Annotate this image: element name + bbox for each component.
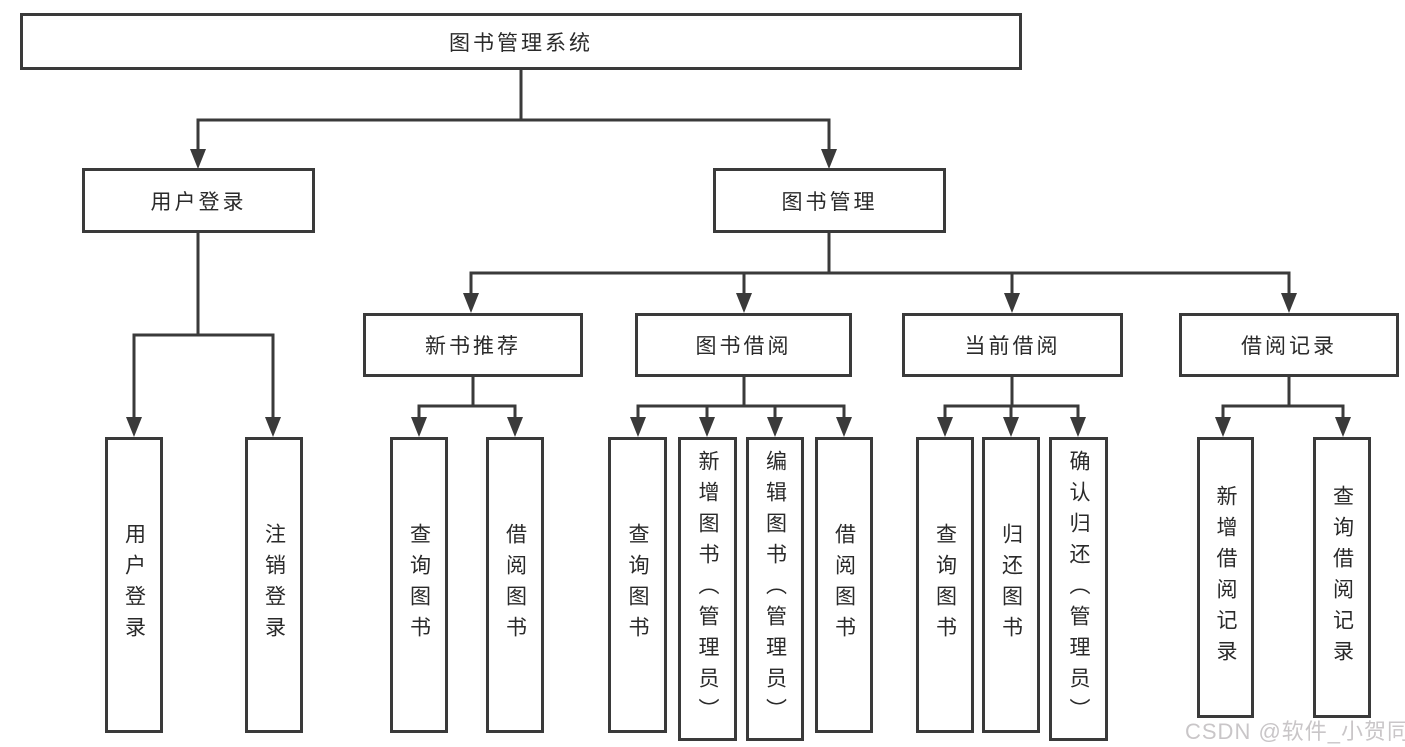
leaf-logout-label: 注销登录: [262, 523, 286, 647]
leaf-add-borrow-record: 新增借阅记录: [1197, 437, 1254, 718]
leaf-add-book-admin-label: 新增图书（管理员）: [696, 449, 719, 729]
leaf-query-books-current: 查询图书: [916, 437, 974, 733]
leaf-query-books-current-label: 查询图书: [933, 523, 957, 647]
connector-borrowing-records: [1215, 377, 1351, 437]
node-user-login-branch: 用户登录: [82, 168, 315, 233]
leaf-edit-book-admin: 编辑图书（管理员）: [746, 437, 804, 741]
leaf-query-borrow-record-label: 查询借阅记录: [1330, 484, 1354, 671]
leaf-confirm-return-admin: 确认归还（管理员）: [1049, 437, 1108, 741]
leaf-borrow-books-borrowing: 借阅图书: [815, 437, 873, 733]
node-current-borrowing: 当前借阅: [902, 313, 1123, 377]
connector-current-borrowing: [937, 377, 1086, 437]
leaf-query-books-borrowing-label: 查询图书: [626, 523, 649, 647]
connector-root: [190, 70, 837, 169]
leaf-return-book-label: 归还图书: [999, 523, 1023, 647]
leaf-query-books-borrowing: 查询图书: [608, 437, 667, 733]
leaf-borrow-books-borrowing-label: 借阅图书: [832, 523, 856, 647]
connector-book-borrowing: [630, 377, 852, 437]
node-book-management: 图书管理: [713, 168, 946, 233]
connector-new-book-recommend: [411, 377, 523, 437]
leaf-query-borrow-record: 查询借阅记录: [1313, 437, 1371, 718]
csdn-watermark: CSDN @软件_小贺同学: [1185, 719, 1405, 744]
leaf-add-book-admin: 新增图书（管理员）: [678, 437, 737, 741]
leaf-add-borrow-record-label: 新增借阅记录: [1214, 484, 1237, 671]
connector-book-management: [463, 233, 1297, 313]
leaf-user-login-label: 用户登录: [122, 523, 146, 647]
leaf-logout: 注销登录: [245, 437, 303, 733]
node-new-book-recommend: 新书推荐: [363, 313, 583, 377]
connector-user-login: [126, 233, 281, 437]
leaf-query-books-recommend-label: 查询图书: [407, 523, 431, 647]
node-borrowing-records: 借阅记录: [1179, 313, 1399, 377]
leaf-return-book: 归还图书: [982, 437, 1040, 733]
leaf-borrow-books-recommend: 借阅图书: [486, 437, 544, 733]
node-book-borrowing: 图书借阅: [635, 313, 852, 377]
leaf-query-books-recommend: 查询图书: [390, 437, 448, 733]
leaf-borrow-books-recommend-label: 借阅图书: [503, 523, 527, 647]
node-root: 图书管理系统: [20, 13, 1022, 70]
leaf-confirm-return-admin-label: 确认归还（管理员）: [1067, 449, 1090, 729]
leaf-edit-book-admin-label: 编辑图书（管理员）: [763, 449, 787, 729]
leaf-user-login: 用户登录: [105, 437, 163, 733]
